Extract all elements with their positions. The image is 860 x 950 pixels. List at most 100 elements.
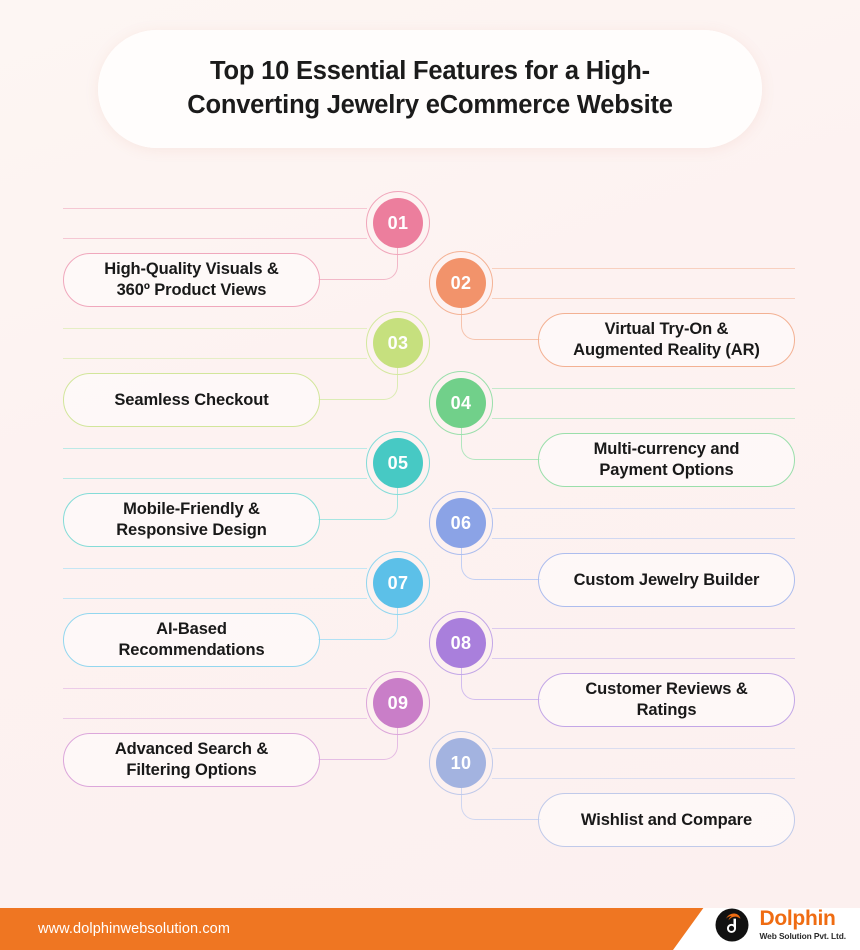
step-circle-05[interactable]: 05	[366, 431, 430, 495]
connector-elbow	[318, 608, 398, 640]
guide-line	[63, 358, 367, 359]
guide-line	[492, 268, 795, 269]
step-circle-ring	[429, 491, 493, 555]
guide-line	[492, 748, 795, 749]
step-circle-ring	[429, 251, 493, 315]
step-number: 08	[436, 618, 486, 668]
guide-line	[63, 478, 367, 479]
step-label-08[interactable]: Customer Reviews & Ratings	[538, 673, 795, 727]
guide-line	[63, 718, 367, 719]
title-card-inner: Top 10 Essential Features for a High- Co…	[98, 30, 762, 148]
step-number: 05	[373, 438, 423, 488]
step-label-line-2: Filtering Options	[126, 761, 257, 779]
step-label-02[interactable]: Virtual Try-On & Augmented Reality (AR)	[538, 313, 795, 367]
step-circle-08[interactable]: 08	[429, 611, 493, 675]
step-circle-02[interactable]: 02	[429, 251, 493, 315]
step-label-10[interactable]: Wishlist and Compare	[538, 793, 795, 847]
connector-elbow	[318, 368, 398, 400]
step-circle-ring	[366, 191, 430, 255]
step-label-text: Mobile-Friendly &Responsive Design	[116, 499, 267, 541]
logo-name: Dolphin	[759, 908, 836, 930]
guide-line	[492, 388, 795, 389]
footer-bar: www.dolphinwebsolution.com Dolphin Web S…	[0, 908, 860, 950]
step-label-line-1: Virtual Try-On &	[604, 320, 729, 339]
step-circle-ring	[429, 731, 493, 795]
title-line-2: Converting Jewelry eCommerce Website	[187, 91, 673, 119]
logo-text-block: Dolphin Web Solution Pvt. Ltd.	[759, 908, 846, 940]
step-circle-10[interactable]: 10	[429, 731, 493, 795]
connector-elbow	[461, 788, 541, 820]
step-number: 07	[373, 558, 423, 608]
step-number: 10	[436, 738, 486, 788]
step-label-line-1: AI-Based	[156, 620, 227, 639]
guide-line	[63, 238, 367, 239]
connector-elbow	[318, 248, 398, 280]
guide-line	[63, 568, 367, 569]
step-number: 02	[436, 258, 486, 308]
step-label-text: Customer Reviews & Ratings	[585, 679, 747, 721]
step-label-line-1: Multi-currency and	[593, 440, 740, 459]
step-label-line-1: High-Quality Visuals &	[104, 260, 279, 279]
logo-tagline: Web Solution Pvt. Ltd.	[759, 930, 846, 941]
connector-elbow	[461, 308, 541, 340]
step-circle-ring	[429, 611, 493, 675]
step-circle-ring	[366, 431, 430, 495]
connector-elbow	[461, 668, 541, 700]
guide-line	[492, 778, 795, 779]
step-label-line-1: Advanced Search &	[114, 740, 269, 759]
step-circle-ring	[366, 551, 430, 615]
brand-logo[interactable]: Dolphin Web Solution Pvt. Ltd.	[712, 908, 846, 947]
title-line-1: Top 10 Essential Features for a High-	[210, 57, 650, 86]
step-circle-01[interactable]: 01	[366, 191, 430, 255]
step-label-line-2: Responsive Design	[116, 521, 267, 539]
step-label-text: Custom Jewelry Builder	[573, 570, 760, 589]
step-label-line-2: Ratings	[636, 701, 697, 719]
guide-line	[63, 208, 367, 209]
step-circle-ring	[366, 311, 430, 375]
guide-line	[63, 598, 367, 599]
dolphin-logo-icon	[712, 908, 752, 944]
step-circle-ring	[366, 671, 430, 735]
step-label-line-2: 360º Product Views	[116, 281, 267, 299]
page-title: Top 10 Essential Features for a High- Co…	[187, 55, 673, 122]
guide-line	[63, 688, 367, 689]
step-label-line-1: Customer Reviews &	[585, 680, 748, 699]
step-label-06[interactable]: Custom Jewelry Builder	[538, 553, 795, 607]
step-label-text: Seamless Checkout	[114, 390, 269, 409]
step-label-line-2: Recommendations	[118, 641, 265, 659]
website-url[interactable]: www.dolphinwebsolution.com	[38, 921, 231, 937]
connector-elbow	[461, 428, 541, 460]
step-label-line-2: Augmented Reality (AR)	[573, 341, 760, 359]
connector-elbow	[318, 728, 398, 760]
step-label-line-2: Payment Options	[599, 461, 734, 479]
guide-line	[63, 328, 367, 329]
guide-line	[492, 538, 795, 539]
guide-line	[492, 298, 795, 299]
step-label-text: Wishlist and Compare	[580, 810, 753, 829]
guide-line	[492, 658, 795, 659]
step-label-text: High-Quality Visuals & 360º Product Views	[104, 259, 279, 301]
step-label-01[interactable]: High-Quality Visuals & 360º Product Views	[63, 253, 320, 307]
step-circle-03[interactable]: 03	[366, 311, 430, 375]
step-number: 04	[436, 378, 486, 428]
step-label-text: Advanced Search & Filtering Options	[115, 739, 268, 781]
connector-elbow	[318, 488, 398, 520]
step-circle-07[interactable]: 07	[366, 551, 430, 615]
step-label-03[interactable]: Seamless Checkout	[63, 373, 320, 427]
step-label-09[interactable]: Advanced Search & Filtering Options	[63, 733, 320, 787]
step-number: 09	[373, 678, 423, 728]
guide-line	[492, 508, 795, 509]
step-label-05[interactable]: Mobile-Friendly &Responsive Design	[63, 493, 320, 547]
guide-line	[492, 628, 795, 629]
step-circle-ring	[429, 371, 493, 435]
step-circle-04[interactable]: 04	[429, 371, 493, 435]
connector-elbow	[461, 548, 541, 580]
step-number: 06	[436, 498, 486, 548]
step-circle-06[interactable]: 06	[429, 491, 493, 555]
step-circle-09[interactable]: 09	[366, 671, 430, 735]
